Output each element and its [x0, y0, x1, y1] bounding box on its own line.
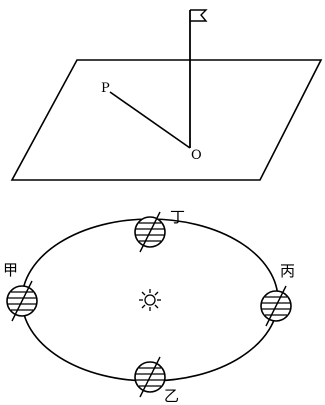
earth-icon-ding	[134, 211, 166, 253]
label-jia: 甲	[3, 261, 18, 279]
orbit-figure: 丁 甲 丙 乙	[3, 208, 295, 405]
flag-icon	[190, 9, 208, 22]
ground-plane-figure: P O	[10, 9, 323, 181]
label-bing: 丙	[280, 262, 295, 280]
label-point-p: P	[101, 81, 110, 96]
earth-icon-jia	[6, 280, 38, 322]
sun-icon	[139, 289, 161, 311]
ground-plane	[10, 59, 323, 181]
earth-icon-yi	[134, 356, 166, 398]
label-ding: 丁	[170, 208, 185, 226]
earth-icon-bing	[260, 285, 292, 327]
label-point-o: O	[191, 148, 202, 163]
label-yi: 乙	[164, 387, 179, 405]
shadow-line-po	[109, 91, 191, 149]
